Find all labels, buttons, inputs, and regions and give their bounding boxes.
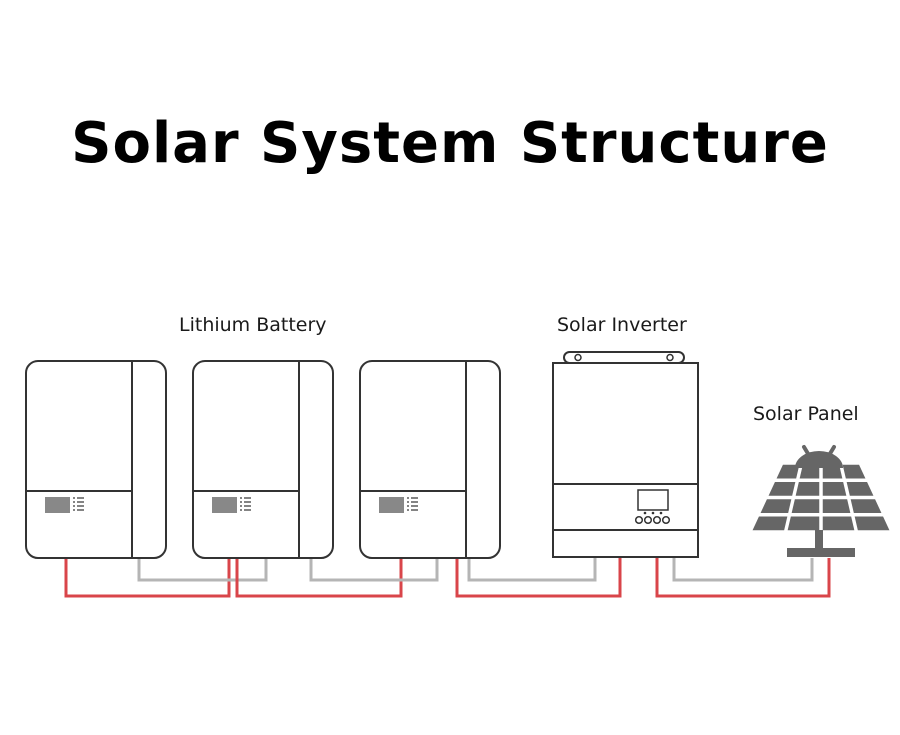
- battery-display-screen: [212, 497, 237, 513]
- label-lithium-battery: Lithium Battery: [179, 314, 327, 336]
- negative-wire-battery1-battery2: [137, 558, 268, 582]
- battery-indicator-icon: [73, 497, 84, 511]
- lithium-battery-1: [25, 360, 167, 559]
- panel-cell: [760, 499, 792, 513]
- panel-cell: [846, 482, 874, 496]
- panel-cell: [776, 464, 800, 479]
- label-solar-panel: Solar Panel: [753, 403, 859, 425]
- positive-wire-battery3-inverter: [455, 558, 622, 598]
- inverter-buttons: [634, 515, 671, 525]
- panel-cells: [752, 464, 890, 531]
- positive-wire-battery2-battery3: [235, 558, 403, 598]
- panel-cell: [850, 499, 882, 513]
- negative-wire-battery2-battery3: [309, 558, 439, 582]
- panel-cell: [791, 499, 820, 513]
- inverter-led-icons: [643, 511, 663, 515]
- panel-base: [787, 548, 855, 557]
- lithium-battery-2: [192, 360, 334, 559]
- positive-wire-inverter-panel: [655, 558, 831, 598]
- panel-cell: [799, 464, 820, 479]
- solar-inverter: [552, 351, 699, 558]
- panel-cell: [822, 482, 847, 496]
- panel-cell: [795, 482, 820, 496]
- panel-cell: [854, 516, 890, 531]
- battery-indicator-icon: [407, 497, 418, 511]
- wires: [64, 558, 831, 598]
- inverter-handle: [563, 351, 685, 364]
- battery-indicator-icon: [240, 497, 251, 511]
- positive-wire-battery1-battery2: [64, 558, 231, 598]
- diagram-title: Solar System Structure: [71, 111, 829, 176]
- panel-cell: [822, 464, 843, 479]
- battery-display-screen: [379, 497, 404, 513]
- panel-cell: [842, 464, 866, 479]
- negative-wire-battery3-inverter: [467, 558, 597, 582]
- panel-cell: [822, 499, 851, 513]
- battery-display-screen: [45, 497, 70, 513]
- panel-cell: [752, 516, 788, 531]
- panel-cell: [822, 516, 855, 531]
- label-solar-inverter: Solar Inverter: [557, 314, 687, 336]
- inverter-display-screen: [637, 489, 669, 511]
- solar-panel-icon: [752, 445, 890, 557]
- panel-cell: [787, 516, 820, 531]
- panel-cell: [768, 482, 796, 496]
- lithium-battery-3: [359, 360, 501, 559]
- panel-stand: [815, 530, 823, 550]
- negative-wire-inverter-panel: [672, 558, 814, 582]
